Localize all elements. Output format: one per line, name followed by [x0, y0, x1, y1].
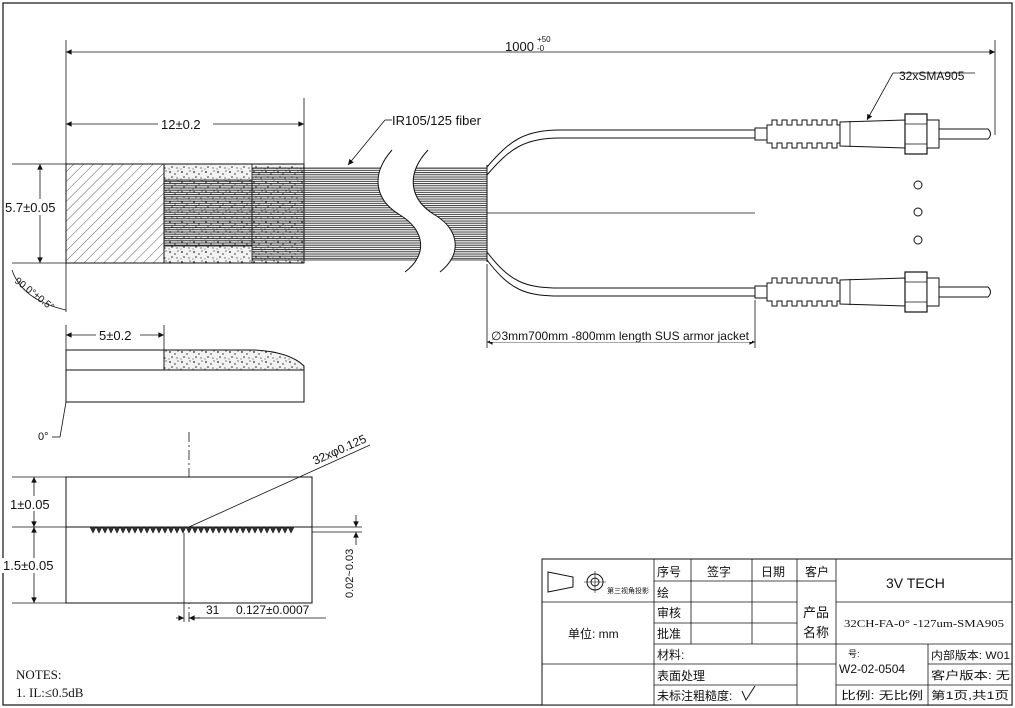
surface-label: 表面处理: [657, 669, 705, 683]
pitch-value: 0.127±0.0007: [236, 603, 310, 617]
lid-length-value: 5±0.2: [99, 328, 131, 343]
col-date: 日期: [761, 565, 785, 579]
jacket-label: ∅3mm700mm -800mm length SUS armor jacket: [491, 329, 750, 343]
scale-label: 比例: 无比例: [841, 688, 923, 702]
projection-symbol-icon: [547, 571, 606, 593]
notes: NOTES: 1. IL:≤0.5dB: [16, 667, 84, 700]
total-length-dimension: 1000 +50 -0: [65, 35, 996, 165]
array-length-value: 12±0.2: [161, 117, 201, 132]
internal-version: 内部版本: W01: [931, 648, 1010, 662]
roughness-label: 未标注粗糙度:: [657, 688, 732, 703]
connector-leader: 32xSMA905: [866, 69, 975, 121]
note-item: 1. IL:≤0.5dB: [16, 685, 84, 700]
drawing-no-label: 号:: [848, 649, 860, 659]
fiber-array-top-view: [65, 149, 488, 273]
polish-angle-dimension: 90.0°±0.5°: [11, 263, 67, 314]
groove-depth-value: 0.02~0.03: [344, 549, 356, 598]
projection-label: 第三视角投影: [607, 586, 649, 595]
sma-connector-bottom: [754, 271, 991, 313]
product-name: 32CH-FA-0° -127um-SMA905: [844, 618, 1005, 630]
jacket-dimension: ∅3mm700mm -800mm length SUS armor jacket: [486, 264, 756, 348]
total-length-tol-upper: +50: [537, 35, 551, 44]
top-thickness-value: 1±0.05: [10, 497, 50, 512]
col-customer: 客户: [805, 564, 829, 579]
array-height-dimension: 5.7±0.05: [4, 163, 66, 264]
side-angle-value: 0°: [38, 431, 49, 443]
fiber-leader: IR105/125 fiber: [347, 113, 482, 166]
product-name-label-1: 产品: [803, 605, 829, 620]
array-height-value: 5.7±0.05: [5, 200, 56, 215]
checkmark-icon: [741, 685, 756, 702]
fiber-label: IR105/125 fiber: [392, 113, 482, 128]
material-label: 材料:: [657, 648, 684, 662]
sma-connector-top: [754, 113, 991, 155]
base-thickness-value: 1.5±0.05: [3, 558, 54, 573]
product-name-label-2: 名称: [803, 625, 829, 640]
ellipsis-dots: [913, 180, 923, 245]
fiber-array-end-view: 32xφ0.125 0.02~0.03 1±0.05 1.5±0.05 31 0…: [2, 432, 371, 622]
drawing-no: W2-02-0504: [839, 662, 905, 676]
channel-count-value: 31: [206, 603, 220, 617]
title-block: 第三视角投影 序号 签字 日期 客户 3V TECH 绘 审核 批准 单位: m…: [541, 558, 1013, 706]
fiber-array-side-view: 5±0.2 0°: [38, 325, 305, 443]
page-label: 第1页,共1页: [931, 688, 1009, 702]
total-length-tol-lower: -0: [537, 44, 545, 53]
col-sign: 签字: [707, 564, 731, 579]
array-length-dimension: 12±0.2: [66, 98, 305, 164]
approve-label: 批准: [657, 626, 681, 641]
total-length-value: 1000: [505, 39, 534, 54]
review-label: 审核: [657, 605, 681, 620]
notes-title: NOTES:: [16, 667, 62, 682]
unit-label: 单位: mm: [568, 626, 619, 641]
polish-angle-value: 90.0°±0.5°: [12, 276, 56, 314]
col-index: 序号: [657, 564, 681, 579]
fanout-cables: [486, 129, 755, 297]
customer-version: 客户版本: 无: [931, 668, 1010, 682]
draw-label: 绘: [657, 585, 669, 600]
company-name: 3V TECH: [886, 575, 945, 591]
connector-label: 32xSMA905: [899, 69, 965, 83]
